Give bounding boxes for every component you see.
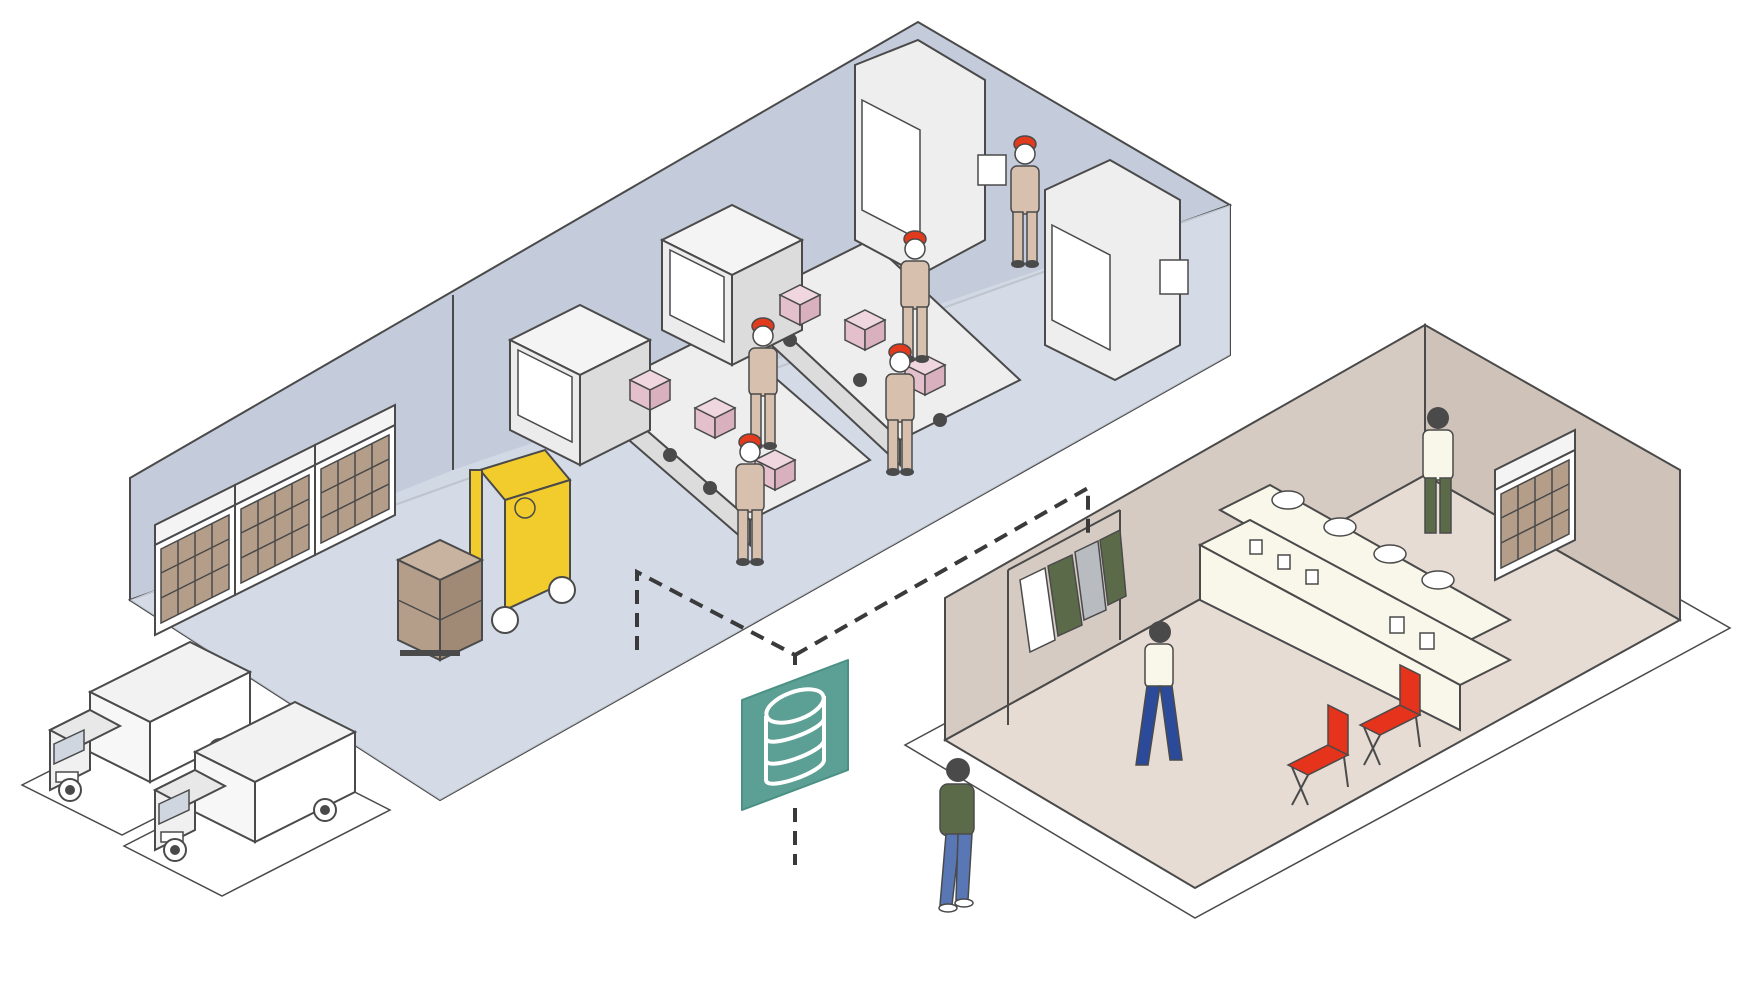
pallet-of-boxes	[395, 538, 485, 662]
forklift-icon	[469, 448, 576, 634]
factory-zone	[127, 20, 1233, 802]
delivery-truck-2	[122, 701, 392, 897]
kitchenware-counter	[1197, 483, 1513, 732]
store-link-line	[794, 484, 1090, 657]
shopper-in-store	[1135, 621, 1183, 766]
database-stack-icon	[741, 659, 849, 811]
conveyor-line-1	[509, 304, 872, 548]
shopper-walking-outside	[938, 758, 975, 913]
cnc-machine-2	[1044, 158, 1189, 382]
clothing-rack	[1007, 509, 1127, 725]
data-connection-lines	[635, 484, 1090, 865]
cnc-machine-1	[854, 38, 1007, 277]
shop-clerk	[1422, 407, 1454, 534]
store-zone	[903, 323, 1732, 919]
factory-link-line	[635, 568, 797, 665]
conveyor-line-2	[661, 204, 1022, 468]
